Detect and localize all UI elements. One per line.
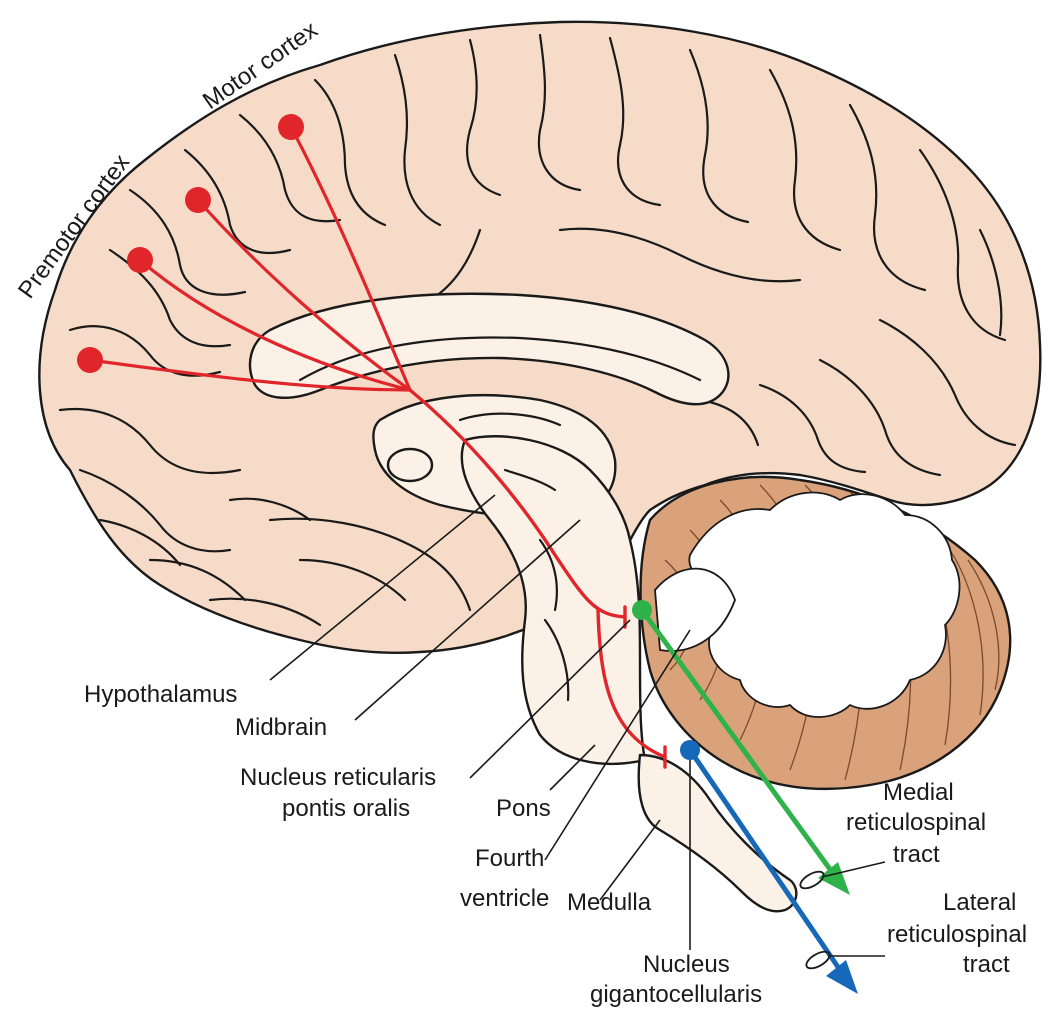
label-medial-tract-3: tract (893, 841, 940, 868)
label-nucleus-giganto-2: gigantocellularis (590, 981, 762, 1008)
label-nucleus-giganto-1: Nucleus (643, 951, 730, 978)
label-medulla: Medulla (567, 889, 652, 916)
label-pons: Pons (496, 795, 551, 822)
label-nucleus-reticularis-2: pontis oralis (282, 795, 410, 822)
mammillary-body (388, 449, 432, 481)
label-fourth-ventricle-2: ventricle (460, 885, 549, 912)
label-lateral-tract-1: Lateral (943, 889, 1016, 916)
lateral-tract-marker (804, 948, 833, 971)
premotor-neuron-2 (127, 247, 153, 273)
label-midbrain: Midbrain (235, 714, 327, 741)
medullary-nucleus-neuron (680, 740, 700, 760)
premotor-neuron-3 (77, 347, 103, 373)
lateral-tract-arrowhead (826, 960, 858, 994)
label-lateral-tract-3: tract (963, 951, 1010, 978)
premotor-neuron-1 (185, 187, 211, 213)
label-nucleus-reticularis-1: Nucleus reticularis (240, 764, 436, 791)
label-fourth-ventricle-1: Fourth (475, 845, 544, 872)
label-medial-tract-2: reticulospinal (846, 809, 986, 836)
motor-cortex-neuron (278, 114, 304, 140)
label-lateral-tract-2: reticulospinal (887, 921, 1027, 948)
pontine-nucleus-neuron (632, 600, 652, 620)
label-medial-tract-1: Medial (883, 779, 954, 806)
medial-tract-marker (798, 868, 827, 891)
label-hypothalamus: Hypothalamus (84, 681, 237, 708)
